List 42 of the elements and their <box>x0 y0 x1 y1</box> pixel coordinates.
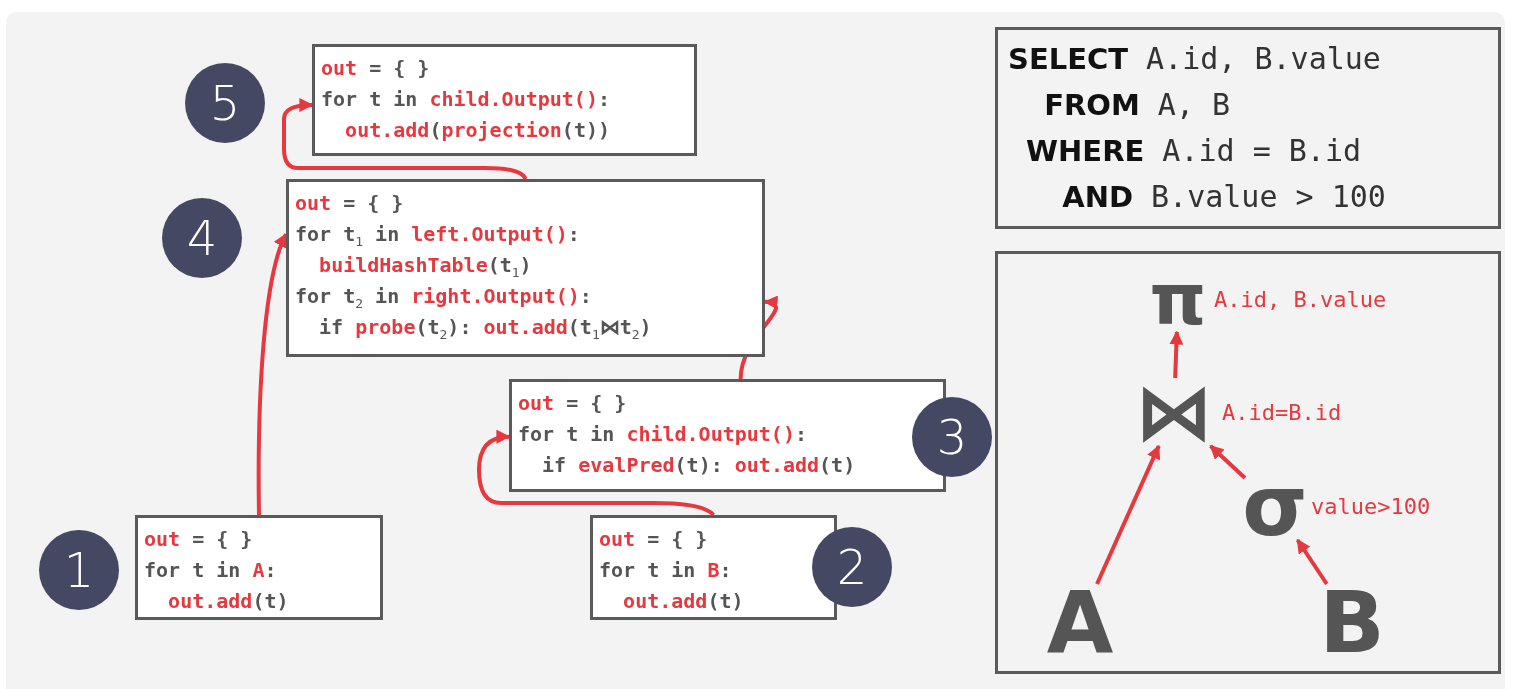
arrow <box>282 98 528 181</box>
condition-label: A.id=B.id <box>1222 399 1342 425</box>
query-line: SELECT A.id, B.value <box>1008 40 1382 78</box>
arrow <box>1295 538 1329 586</box>
condition-label: value>100 <box>1311 493 1431 519</box>
code-line: for t in B: <box>599 557 733 584</box>
arrow <box>1209 444 1247 480</box>
tree-panel <box>995 251 1501 674</box>
query-box <box>995 27 1501 229</box>
operator-symbol: A <box>1048 584 1112 660</box>
code-line: out = { } <box>144 526 254 553</box>
operator-symbol: π <box>1148 266 1208 332</box>
condition-label: A.id, B.value <box>1214 286 1387 312</box>
code-line: out = { } <box>321 55 431 82</box>
operator-symbol: σ <box>1245 472 1305 540</box>
code-line: out.add(t) <box>622 588 745 615</box>
code-line: for t$_{2}$ in right.Output(): <box>295 283 593 312</box>
query-line: WHERE A.id = B.id <box>1025 132 1363 170</box>
code-line: for t in child.Output(): <box>321 86 611 113</box>
code-box <box>590 515 837 620</box>
query-line: AND B.value > 100 <box>1061 178 1387 216</box>
code-box <box>135 515 383 620</box>
code-box <box>312 44 697 156</box>
code-line: if evalPred(t): out.add(t) <box>541 452 857 479</box>
code-line: out = { } <box>518 390 628 417</box>
code-line: out = { } <box>599 526 709 553</box>
code-line: for t in A: <box>144 557 278 584</box>
arrow <box>477 430 715 517</box>
arrow <box>256 232 288 516</box>
code-line: out.add(projection(t)) <box>344 117 612 144</box>
arrow <box>1169 330 1184 379</box>
query-line: FROM A, B <box>1043 86 1232 124</box>
code-box <box>286 179 765 357</box>
operator-symbol: B <box>1320 584 1384 660</box>
code-line: if probe(t$_{2}$): out.add(t$_{1}$⋈t$_{2}$) <box>318 314 653 343</box>
operator-symbol: ⋈ <box>1132 378 1216 446</box>
code-line: out = { } <box>295 190 405 217</box>
code-line: for t$_{1}$ in left.Output(): <box>295 221 581 250</box>
arrow <box>1095 444 1161 585</box>
code-line: buildHashTable(t$_{1}$) <box>318 252 533 281</box>
code-line: out.add(t) <box>167 588 290 615</box>
code-line: for t in child.Output(): <box>518 421 808 448</box>
